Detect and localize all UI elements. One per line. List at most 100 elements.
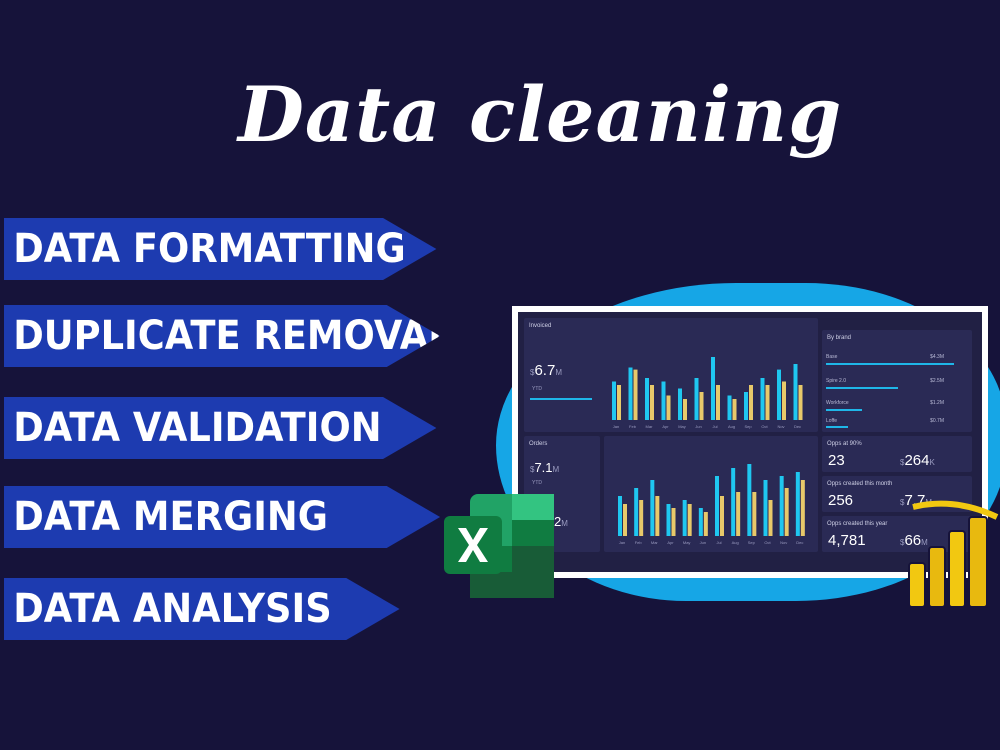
month-tick-label: Jun <box>695 424 701 429</box>
banner-data-analysis: DATA ANALYSIS <box>4 578 400 640</box>
bar <box>795 472 800 536</box>
month-tick-label: Oct <box>761 424 768 429</box>
banner-label: DATA MERGING <box>13 494 328 540</box>
bar <box>768 500 773 536</box>
month-tick-label: Mar <box>651 540 659 545</box>
month-tick-label: Jul <box>712 424 717 429</box>
bar <box>779 476 784 536</box>
bar <box>650 480 655 536</box>
bar <box>699 392 704 420</box>
orders-title: Orders <box>529 441 548 447</box>
month-tick-label: Aug <box>732 540 739 545</box>
bar <box>782 381 786 420</box>
month-tick-label: Apr <box>667 540 674 545</box>
month-tick-label: Dec <box>794 424 801 429</box>
opps-amount: $264K <box>900 452 935 469</box>
month-tick-label: Nov <box>777 424 784 429</box>
bar <box>752 492 757 536</box>
orders-value-2: 2M <box>554 514 568 529</box>
bar <box>698 508 703 536</box>
month-tick-label: Dec <box>796 540 803 545</box>
banner-duplicate-removal: DUPLICATE REMOVAL <box>4 305 440 367</box>
bar <box>716 385 720 420</box>
banner-label: DATA VALIDATION <box>13 405 382 451</box>
brand-row: Base$4.3M <box>826 354 944 360</box>
invoiced-sub: YTD <box>532 386 542 392</box>
bar <box>650 385 654 420</box>
bar <box>798 385 803 420</box>
brand-row: Workforce$1.2M <box>826 400 944 406</box>
bar <box>749 385 753 420</box>
banner-data-formatting: DATA FORMATTING <box>4 218 436 280</box>
bar <box>661 381 666 420</box>
power-bi-logo-icon <box>908 500 999 608</box>
by-brand-panel: By brand Base$4.3M Spire 2.0$2.5M Workfo… <box>822 330 972 432</box>
month-tick-label: Jun <box>700 540 706 545</box>
invoiced-title: Invoiced <box>529 323 552 329</box>
brand-bar <box>826 426 848 428</box>
orders-sub: YTD <box>532 480 542 486</box>
month-tick-label: May <box>683 540 691 545</box>
month-tick-label: Jan <box>613 424 619 429</box>
month-tick-label: Mar <box>646 424 654 429</box>
bar <box>744 392 748 420</box>
bar <box>639 500 644 536</box>
month-tick-label: Sep <box>748 540 756 545</box>
opps-panel-1: Opps at 90% 23 $264K <box>822 436 972 472</box>
bar <box>633 369 638 420</box>
invoiced-value: $6.7M <box>530 362 562 379</box>
orders-value: $7.1M <box>530 460 560 475</box>
bar <box>666 395 671 420</box>
bar <box>683 399 687 420</box>
bar <box>720 496 724 536</box>
bar <box>618 496 622 536</box>
bar <box>732 399 737 420</box>
bar <box>715 476 719 536</box>
bar <box>763 480 768 536</box>
bar <box>687 504 692 536</box>
bar <box>623 504 627 536</box>
bar <box>682 500 687 536</box>
bar <box>655 496 660 536</box>
opps-title: Opps created this year <box>827 521 888 527</box>
opps-count: 23 <box>828 452 845 469</box>
bar <box>617 385 621 420</box>
opps-panel-2: Opps created this month 256 $7.7M <box>822 476 972 512</box>
brand-bar <box>826 409 862 411</box>
banner-label: DATA ANALYSIS <box>13 586 332 632</box>
bar <box>671 508 676 536</box>
by-brand-title: By brand <box>827 335 852 341</box>
brand-bar <box>826 363 954 365</box>
bar <box>645 378 649 420</box>
bar <box>727 395 732 420</box>
bar <box>731 468 736 536</box>
invoiced-progress <box>530 398 592 400</box>
opps-title: Opps created this month <box>827 481 893 487</box>
banner-data-validation: DATA VALIDATION <box>4 397 436 459</box>
month-tick-label: Sep <box>744 424 752 429</box>
month-tick-label: Aug <box>728 424 735 429</box>
banner-label: DATA FORMATTING <box>13 226 406 272</box>
bar <box>628 367 633 420</box>
brand-row: Spire 2.0$2.5M <box>826 378 944 384</box>
month-tick-label: Feb <box>629 424 637 429</box>
month-tick-label: Jan <box>619 540 625 545</box>
bar <box>747 464 752 536</box>
bar <box>765 385 770 420</box>
bar <box>736 492 741 536</box>
opps-title: Opps at 90% <box>827 441 862 447</box>
opps-count: 256 <box>828 492 854 509</box>
page-title: Data cleaning <box>238 70 843 159</box>
opps-count: 4,781 <box>828 532 866 549</box>
brand-row: Loffe$0.7M <box>826 418 944 424</box>
month-tick-label: May <box>678 424 686 429</box>
month-tick-label: Feb <box>635 540 643 545</box>
banner-label: DUPLICATE REMOVAL <box>13 313 452 359</box>
bar <box>711 357 715 420</box>
bar <box>793 364 798 420</box>
month-tick-label: Jul <box>716 540 721 545</box>
